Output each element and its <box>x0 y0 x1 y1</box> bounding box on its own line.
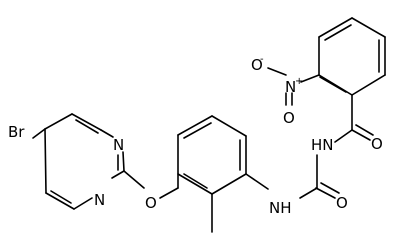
pyrimidine-nitrogen-top-label: N <box>113 136 124 154</box>
pyrimidine-nitrogen-bottom-label: N <box>94 191 105 209</box>
nitro-oxygen-upper-label: O <box>251 56 263 74</box>
amide-carbonyl-oxygen-label: O <box>371 135 383 153</box>
amide-linker <box>334 94 374 143</box>
nitro-nitrogen-label: N <box>285 78 296 96</box>
pyrimidine-ring <box>44 113 125 210</box>
urea-linker <box>245 154 340 199</box>
nitro-group <box>267 67 320 106</box>
phenyl-ring-central <box>159 115 247 233</box>
c-br-bond <box>32 128 46 139</box>
nitro-oxygen-lower-label: O <box>283 109 295 127</box>
ether-oxygen-label: O <box>145 194 157 212</box>
bromine-label: Br <box>8 123 25 141</box>
urea-carbonyl-oxygen-label: O <box>336 194 348 212</box>
nitro-nitrogen-charge: + <box>295 76 303 87</box>
nitro-oxygen-upper-charge: - <box>260 54 264 65</box>
urea-nh-upper-label: HN <box>311 136 334 154</box>
phenyl-ring-nitro <box>318 17 386 96</box>
c-o-ether-bond-left <box>123 170 145 189</box>
urea-nh-lower-label: NH <box>269 199 292 217</box>
